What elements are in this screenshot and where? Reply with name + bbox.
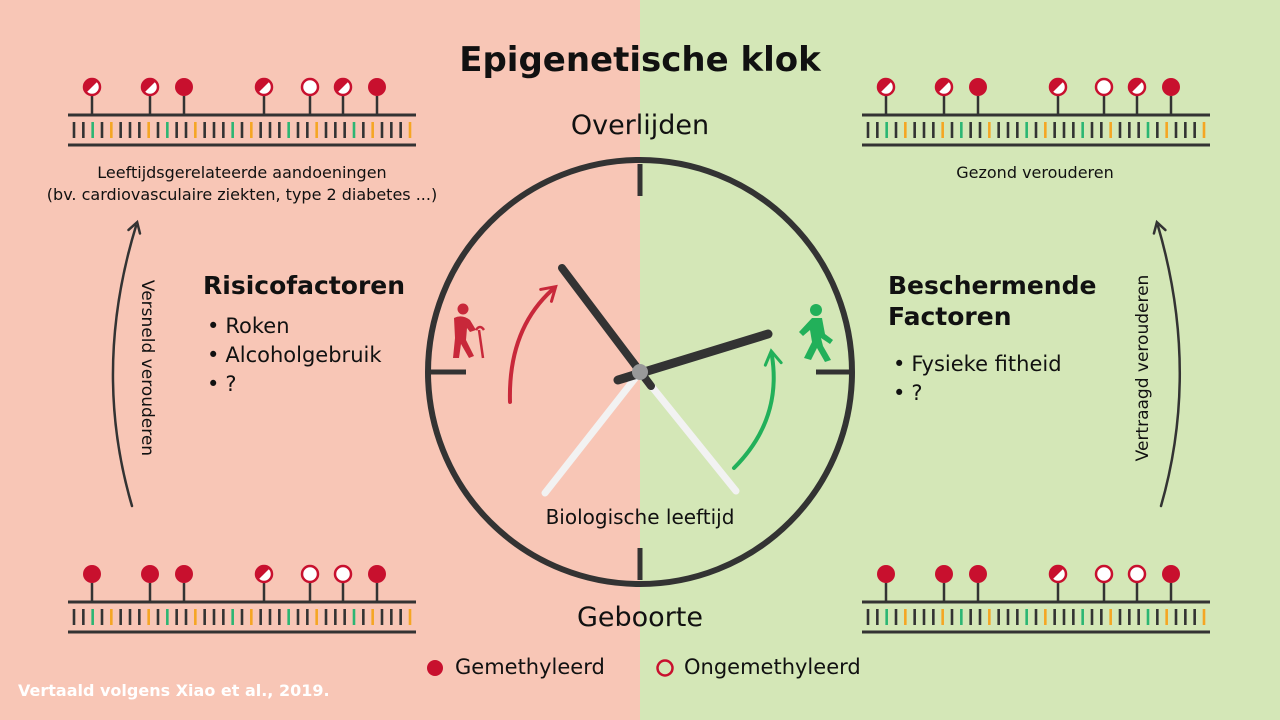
protective-factors-list: Fysieke fitheid ? — [893, 350, 1062, 408]
source-credit: Vertaald volgens Xiao et al., 2019. — [18, 681, 330, 700]
unmethylated-site — [300, 77, 320, 97]
clock-top-label: Overlijden — [570, 110, 710, 141]
accelerated-aging-label: Versneld verouderen — [137, 279, 157, 457]
clock-center — [632, 364, 648, 380]
accelerate-arrow — [507, 284, 558, 404]
epigenetic-clock — [425, 157, 855, 587]
protective-factors-heading: Beschermende Factoren — [888, 270, 1096, 332]
dna-strand-right-bottom — [862, 564, 1210, 634]
risk-factor-item: ? — [207, 370, 382, 399]
unmethylated-site — [1094, 564, 1114, 584]
methylated-site — [175, 565, 193, 583]
risk-factors-heading: Risicofactoren — [203, 271, 406, 300]
dna-strand-left-top — [68, 77, 416, 147]
partial-methyl-fill — [142, 79, 156, 93]
methylated-site — [368, 565, 386, 583]
partial-methyl-fill — [255, 565, 270, 580]
partial-methyl-fill — [936, 79, 950, 93]
legend-unmethylated-marker — [656, 659, 674, 677]
left-caption-line-2: (bv. cardiovasculaire ziekten, type 2 di… — [46, 185, 438, 204]
partial-methyl-fill — [1050, 79, 1064, 93]
delayed-aging-arrow — [1152, 219, 1182, 508]
clock-bottom-label: Geboorte — [576, 602, 703, 633]
left-outcome-caption: Leeftijdsgerelateerde aandoeningen (bv. … — [0, 162, 484, 206]
partial-methyl-fill — [255, 79, 270, 93]
methylated-site — [969, 565, 987, 583]
partial-methyl-fill — [84, 79, 98, 93]
clock-hand-chronological-1 — [541, 368, 644, 497]
accelerated-aging-arrow — [111, 219, 142, 508]
methylated-site — [935, 565, 953, 583]
unmethylated-site — [333, 564, 353, 584]
risk-factor-item: Alcoholgebruik — [207, 341, 381, 370]
walking-person-icon — [799, 304, 833, 362]
diagram-title: Epigenetische klok — [459, 40, 821, 80]
methylated-site — [83, 565, 101, 583]
methylated-site — [141, 565, 159, 583]
right-outcome-caption: Gezond verouderen — [956, 163, 1114, 182]
dna-strand-right-top — [862, 77, 1210, 147]
partial-methyl-fill — [1128, 79, 1143, 93]
clock-hand-chronological-2 — [636, 368, 740, 495]
protective-heading-line-2: Factoren — [888, 302, 1012, 331]
protective-heading-line-1: Beschermende — [888, 271, 1097, 300]
decelerate-arrow — [732, 348, 783, 470]
methylated-site — [969, 78, 987, 96]
legend-methylated-label: Gemethyleerd — [455, 655, 605, 679]
dna-strand-left-bottom — [68, 564, 416, 634]
unmethylated-site — [300, 564, 320, 584]
methylated-site — [1162, 565, 1180, 583]
partial-methyl-fill — [1050, 565, 1064, 580]
methylated-site — [175, 78, 193, 96]
protective-factor-item: Fysieke fitheid — [893, 350, 1061, 379]
left-caption-line-1: Leeftijdsgerelateerde aandoeningen — [97, 163, 387, 182]
delayed-aging-label: Vertraagd verouderen — [1133, 274, 1153, 462]
clock-center-label: Biologische leeftijd — [545, 505, 735, 529]
methylated-site — [368, 78, 386, 96]
risk-factors-list: Roken Alcoholgebruik ? — [207, 312, 382, 399]
legend-unmethylated-label: Ongemethyleerd — [684, 655, 861, 679]
partial-methyl-fill — [334, 79, 349, 93]
methylated-site — [877, 565, 895, 583]
unmethylated-site — [1127, 564, 1147, 584]
partial-methyl-fill — [877, 79, 892, 93]
protective-factor-item: ? — [893, 379, 1062, 408]
unmethylated-site — [1094, 77, 1114, 97]
elderly-person-icon — [453, 303, 486, 359]
risk-factor-item: Roken — [207, 312, 382, 341]
legend-methylated-marker — [427, 660, 443, 676]
methylated-site — [1162, 78, 1180, 96]
